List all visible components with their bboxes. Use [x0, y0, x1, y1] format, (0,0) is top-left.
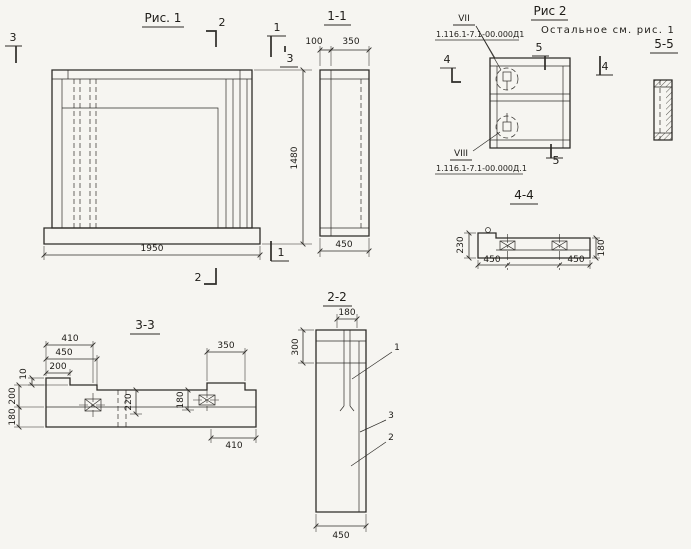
- fig1-hidden-lines: [73, 79, 97, 228]
- dim-180-inner: 180: [176, 391, 186, 408]
- dim-10: 10: [19, 368, 29, 380]
- section-2-2-dimensions: 180 300 450: [291, 308, 369, 541]
- section-5-5-title: 5-5: [654, 37, 674, 51]
- dim-230: 230: [456, 236, 466, 253]
- fig2-panel-outline: [489, 57, 571, 149]
- section-mark-5-top: 5: [536, 41, 543, 54]
- section-3-3-dimensions: 410 450 200 10 350 200 180 220 18: [8, 334, 259, 451]
- dim-180: 180: [338, 308, 355, 318]
- section-mark-1-top: 1: [274, 21, 281, 34]
- lifting-loop: [485, 227, 491, 233]
- section-mark-1-bottom: 1: [278, 246, 285, 259]
- section-2-2-outline: [315, 329, 367, 513]
- dim-300: 300: [291, 338, 301, 355]
- section-mark-2-bottom: 2: [195, 271, 202, 284]
- detail-doc-vii: 1.116.1-7.1-00.000Д1: [436, 30, 524, 39]
- dim-450-top: 450: [55, 348, 72, 358]
- fig2-detail-callout-viii: VIII 1.116.1-7.1-00.000Д.1: [435, 131, 527, 175]
- section-mark-4-left: 4: [444, 53, 451, 66]
- section-2-2-title: 2-2: [327, 290, 347, 304]
- fig1-dimensions: 1950 1480: [41, 67, 312, 260]
- fig2-section-marks: 4 4 5 5: [440, 41, 613, 167]
- section-mark-3-right: 3: [287, 52, 294, 65]
- dim-350: 350: [342, 37, 359, 47]
- section-5-5-outline: [653, 79, 673, 141]
- dim-220: 220: [124, 393, 134, 410]
- section-mark-5-bottom: 5: [553, 154, 560, 167]
- section-3-3-view: 3-3 410 450 200: [8, 318, 259, 451]
- section-mark-4-right: 4: [602, 60, 609, 73]
- fig2-detail-callout-vii: VII 1.116.1-7.1-00.000Д1: [435, 14, 524, 71]
- section-4-4-title: 4-4: [514, 188, 534, 202]
- section-2-2-view: 2-2 180 300 450 1: [291, 290, 400, 541]
- section-1-1-title: 1-1: [327, 9, 347, 23]
- fig2-note: Остальное см. рис. 1: [541, 25, 675, 36]
- section-3-3-title: 3-3: [135, 318, 155, 332]
- section-2-2-callouts: 1 3 2: [350, 343, 400, 467]
- fig2-title: Рис 2: [533, 4, 566, 18]
- dim-200-left: 200: [8, 387, 18, 404]
- dim-450-left: 450: [483, 255, 500, 265]
- callout-2: 2: [388, 433, 394, 443]
- section-3-3-outline: [45, 377, 257, 428]
- section-5-5-view: 5-5: [650, 37, 678, 141]
- detail-label-viii: VIII: [454, 149, 468, 159]
- dim-450-right: 450: [567, 255, 584, 265]
- callout-3: 3: [388, 411, 394, 421]
- fig2-view: Рис 2 Остальное см. рис. 1 VII 1.116.1-7…: [435, 4, 675, 175]
- callout-1: 1: [394, 343, 400, 353]
- dim-450: 450: [335, 240, 352, 250]
- section-1-1-outline: [319, 69, 370, 237]
- section-mark-2-top: 2: [219, 16, 226, 29]
- section-1-1-view: 1-1 100 350 450: [305, 9, 372, 257]
- dim-350: 350: [217, 341, 234, 351]
- section-4-4-view: 4-4 230 180: [456, 188, 607, 270]
- section-1-1-dimensions: 100 350 450: [305, 37, 372, 257]
- dim-1950: 1950: [141, 244, 164, 254]
- dim-100: 100: [305, 37, 322, 47]
- fig1-title: Рис. 1: [145, 11, 182, 25]
- fig1-section-marks: 2 2 1 1 3 3: [5, 16, 298, 285]
- dim-410-top: 410: [61, 334, 78, 344]
- dim-450: 450: [332, 531, 349, 541]
- section-4-4-outline: [477, 227, 591, 270]
- fig1-panel-outline: [43, 69, 261, 245]
- dim-200-top: 200: [49, 362, 66, 372]
- detail-label-vii: VII: [458, 14, 469, 24]
- section-4-4-dimensions: 230 180 450 450: [456, 230, 607, 269]
- dim-410-bottom: 410: [225, 441, 242, 451]
- dim-1480: 1480: [290, 146, 300, 169]
- section-mark-3-left: 3: [10, 31, 17, 44]
- dim-180: 180: [597, 239, 607, 256]
- detail-doc-viii: 1.116.1-7.1-00.000Д.1: [436, 164, 527, 173]
- dim-180-left: 180: [8, 408, 18, 425]
- fig1-view: Рис. 1 2 2 1 1 3 3: [5, 11, 312, 285]
